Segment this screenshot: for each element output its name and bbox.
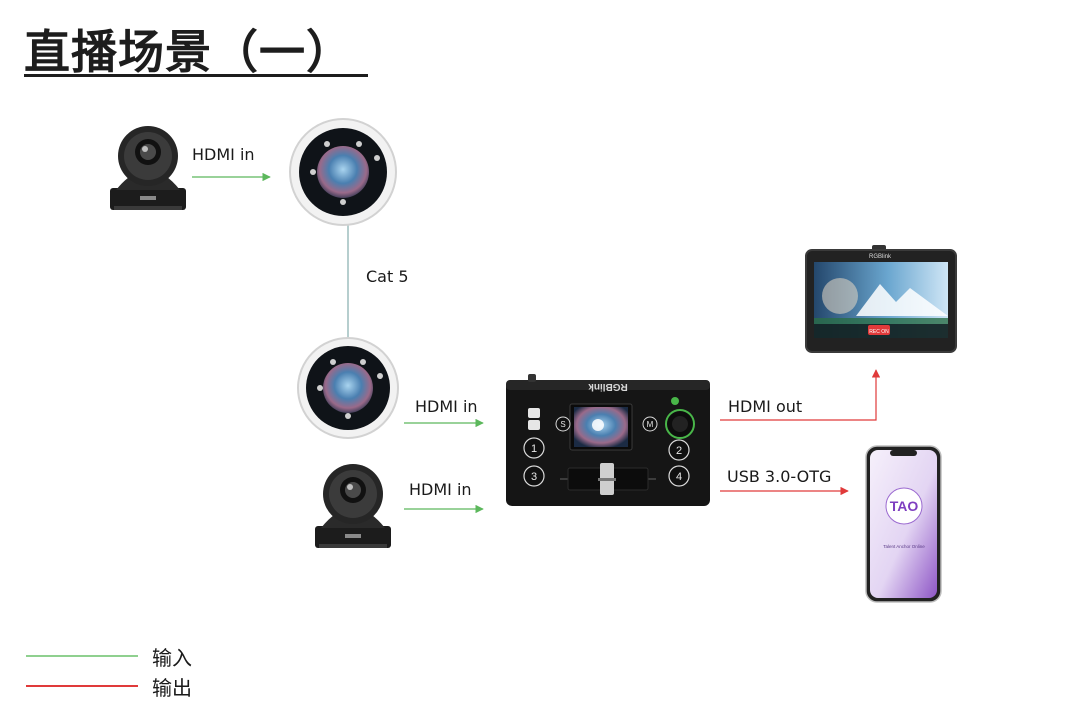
svg-text:3: 3 (531, 471, 537, 483)
round-controller-1 (289, 118, 397, 226)
label-hdmi-in-2: HDMI in (415, 397, 478, 416)
hdmi-out-arrow (720, 369, 881, 421)
label-usb-otg: USB 3.0-OTG (727, 467, 832, 486)
label-hdmi-out: HDMI out (728, 397, 803, 416)
legend-output-line (26, 685, 138, 687)
ptz-camera-2 (315, 464, 391, 548)
switcher-button-4[interactable]: 4 (668, 465, 690, 487)
legend-output-label: 输出 (152, 676, 192, 700)
label-cat5: Cat 5 (366, 267, 409, 286)
svg-text:M: M (647, 420, 654, 429)
ptz-camera-1 (110, 126, 186, 210)
page-title: 直播场景（一） (24, 25, 353, 79)
switcher-button-3[interactable]: 3 (523, 465, 545, 487)
round-controller-2 (297, 337, 399, 439)
smartphone: TAO Talent Anchor Online (865, 445, 942, 603)
phone-app-logo: TAO (890, 498, 919, 514)
switcher-button-1[interactable]: 1 (523, 437, 545, 459)
svg-text:4: 4 (676, 471, 682, 483)
label-hdmi-in-1: HDMI in (192, 145, 255, 164)
legend-input-label: 输入 (152, 646, 192, 670)
switcher-button-s[interactable]: S (555, 416, 571, 432)
title-underline (24, 74, 368, 77)
switcher-button-2[interactable]: 2 (668, 439, 690, 461)
monitor-rec-label: REC ON (869, 329, 889, 335)
switcher-button-m[interactable]: M (642, 416, 658, 432)
label-hdmi-in-3: HDMI in (409, 480, 472, 499)
svg-text:S: S (560, 420, 565, 429)
svg-text:2: 2 (676, 445, 682, 457)
video-switcher: RGBlink 1 2 3 4 S (506, 374, 710, 506)
switcher-brand: RGBlink (588, 381, 628, 392)
field-monitor: REC ON RGBlink (805, 245, 957, 353)
legend-input-line (26, 655, 138, 657)
svg-text:1: 1 (531, 443, 537, 455)
monitor-brand: RGBlink (869, 254, 892, 260)
phone-app-tagline: Talent Anchor Online (883, 544, 925, 549)
